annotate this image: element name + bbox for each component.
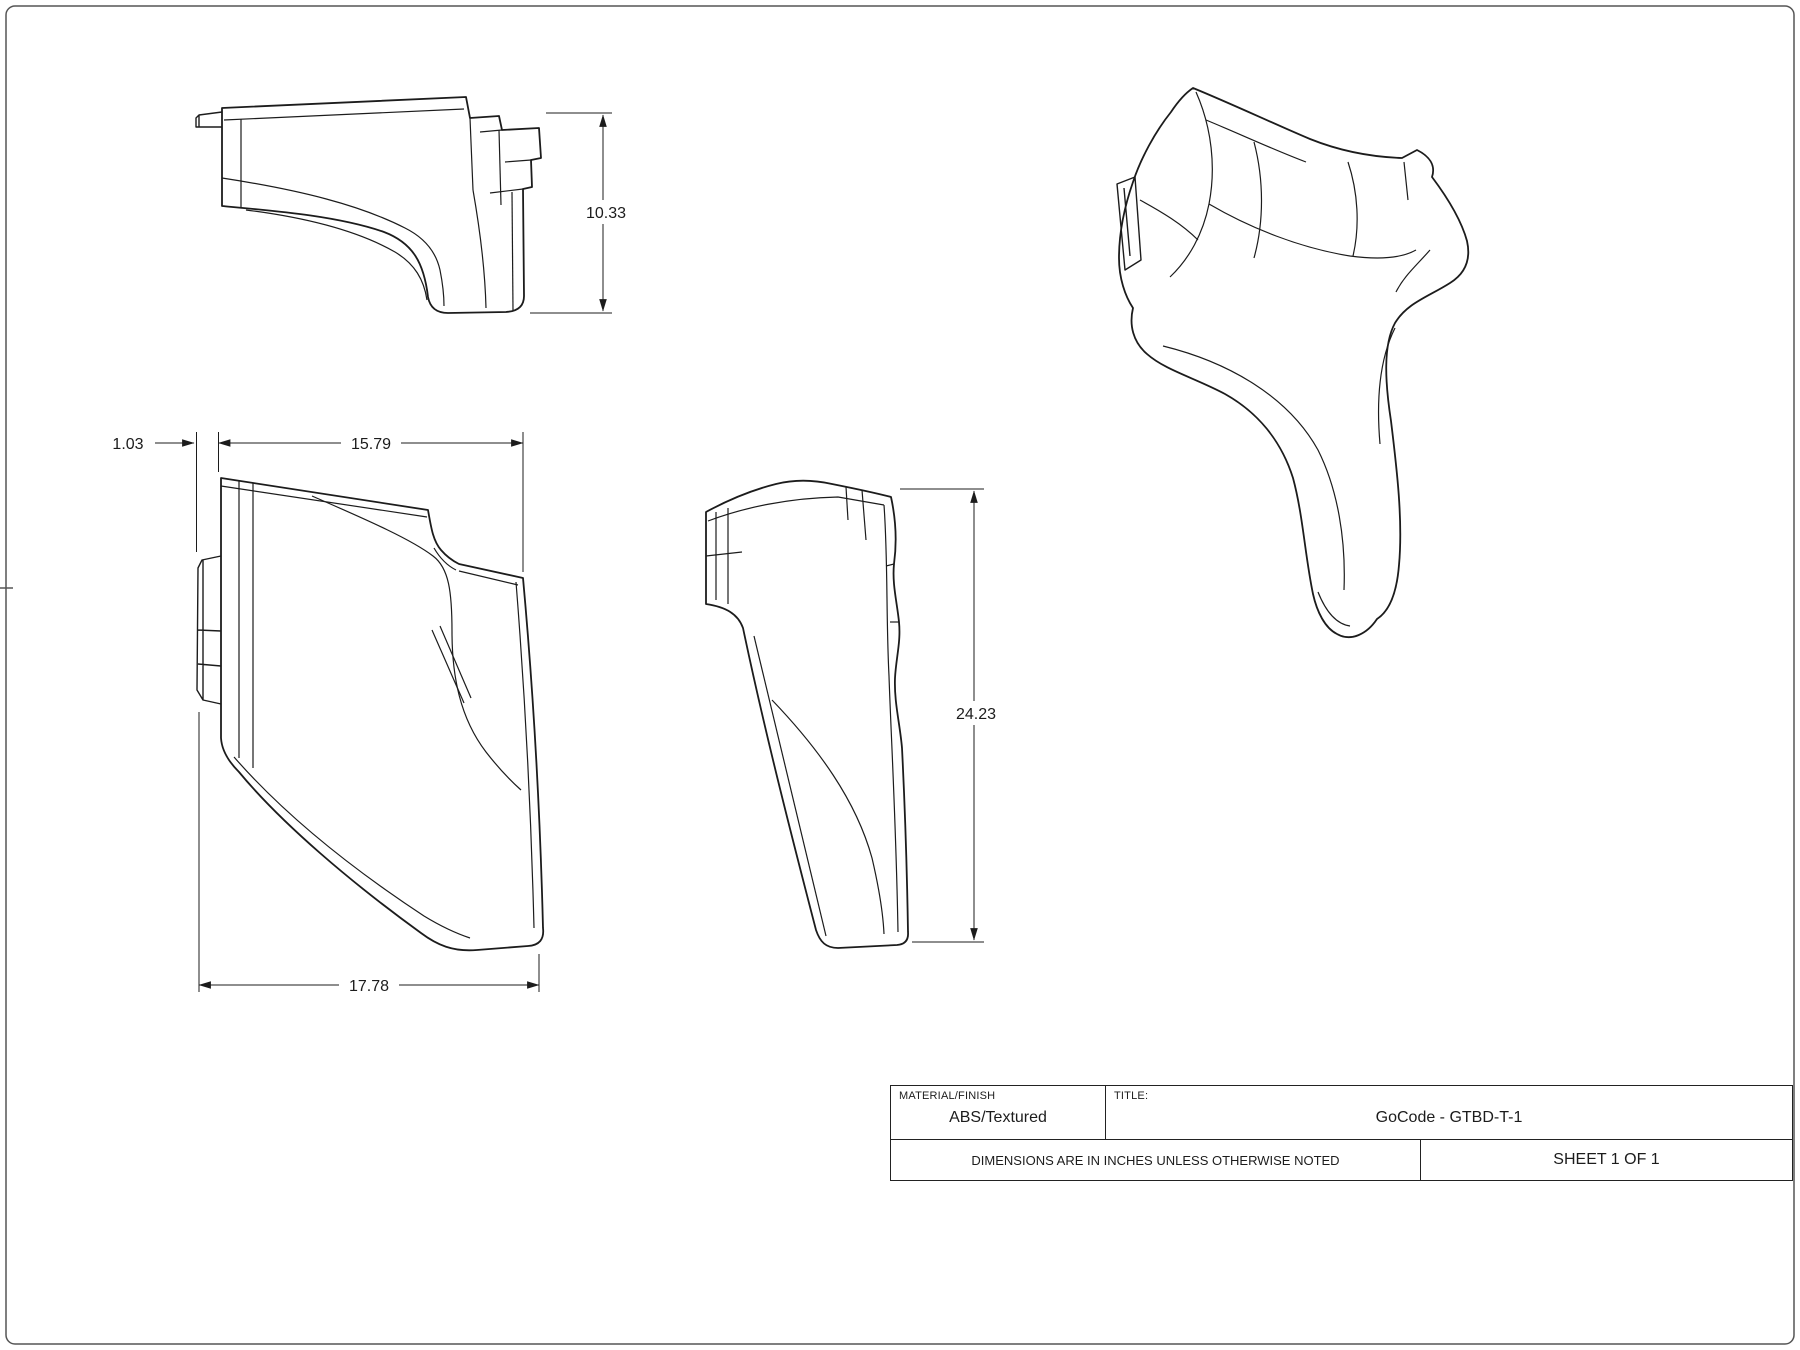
- title-cell: TITLE: GoCode - GTBD-T-1: [1106, 1086, 1792, 1139]
- dim-text-mask: [339, 973, 399, 996]
- dim-value-bottom-width: 17.78: [349, 978, 389, 995]
- dim-side-height: [900, 488, 1004, 943]
- feature-line: [233, 756, 471, 939]
- feature-line: [469, 117, 474, 191]
- mount-tab: [1116, 176, 1142, 271]
- top-profile-view: [195, 96, 542, 314]
- mount-tab: [196, 555, 222, 705]
- feature-line: [771, 699, 885, 935]
- feature-line: [504, 159, 532, 163]
- feature-line: [498, 129, 502, 206]
- feature-line: [1317, 591, 1351, 627]
- outline: [221, 96, 542, 314]
- outline: [220, 477, 545, 952]
- feature-line: [472, 189, 487, 309]
- feature-line: [311, 495, 522, 791]
- feature-line: [1162, 345, 1345, 591]
- dim-text-mask: [946, 701, 1004, 725]
- title-value: GoCode - GTBD-T-1: [1375, 1109, 1523, 1126]
- feature-line: [705, 551, 743, 557]
- units-note: DIMENSIONS ARE IN INCHES UNLESS OTHERWIS…: [891, 1140, 1421, 1180]
- feature-line: [479, 129, 503, 133]
- feature-line: [245, 209, 428, 301]
- feature-line: [1403, 161, 1409, 201]
- title-block-row-2: DIMENSIONS ARE IN INCHES UNLESS OTHERWIS…: [891, 1140, 1792, 1180]
- feature-line: [458, 570, 519, 586]
- material-cell: MATERIAL/FINISH ABS/Textured: [891, 1086, 1106, 1139]
- sheet-label: SHEET 1 OF 1: [1553, 1151, 1660, 1168]
- mount-tab: [195, 111, 223, 128]
- feature-line: [1347, 161, 1358, 257]
- feature-line: [1208, 203, 1417, 259]
- dim-value-side-height: 24.23: [956, 706, 996, 723]
- feature-line: [883, 504, 899, 933]
- feature-line: [1377, 327, 1396, 445]
- dim-value-overall-height: 10.33: [586, 205, 626, 222]
- feature-line: [861, 489, 867, 541]
- dim-text-mask: [341, 431, 401, 454]
- feature-line: [433, 547, 457, 571]
- feature-line: [1169, 91, 1213, 278]
- material-label: MATERIAL/FINISH: [899, 1090, 996, 1102]
- feature-line: [1205, 119, 1307, 163]
- feature-line: [221, 177, 445, 307]
- feature-line: [1139, 199, 1199, 241]
- material-value: ABS/Textured: [949, 1109, 1047, 1126]
- dim-value-tab-width: 1.03: [112, 436, 143, 453]
- feature-line: [1253, 141, 1263, 259]
- feature-line: [223, 108, 465, 121]
- title-label: TITLE:: [1114, 1090, 1149, 1102]
- feature-line: [1395, 249, 1431, 293]
- front-view: [196, 477, 545, 952]
- feature-line: [511, 191, 514, 311]
- dim-overall-height: [530, 112, 634, 314]
- dim-bottom-width: [198, 712, 540, 996]
- feature-line: [515, 581, 535, 929]
- title-block: MATERIAL/FINISH ABS/Textured TITLE: GoCo…: [890, 1085, 1793, 1181]
- feature-line: [753, 635, 827, 937]
- title-block-row-1: MATERIAL/FINISH ABS/Textured TITLE: GoCo…: [891, 1086, 1792, 1140]
- outline: [705, 479, 909, 949]
- dim-top-width: [155, 431, 524, 572]
- feature-line: [431, 629, 465, 704]
- feature-line: [845, 486, 849, 521]
- feature-line: [885, 563, 895, 567]
- feature-line: [489, 188, 524, 194]
- side-view: [705, 479, 909, 949]
- feature-line: [439, 625, 472, 699]
- sheet-border: [5, 5, 1795, 1345]
- outline: [1118, 87, 1470, 639]
- feature-line: [707, 496, 885, 522]
- dim-text-mask: [577, 200, 634, 224]
- isometric-view: [1116, 87, 1470, 639]
- dim-value-top-width: 15.79: [351, 436, 391, 453]
